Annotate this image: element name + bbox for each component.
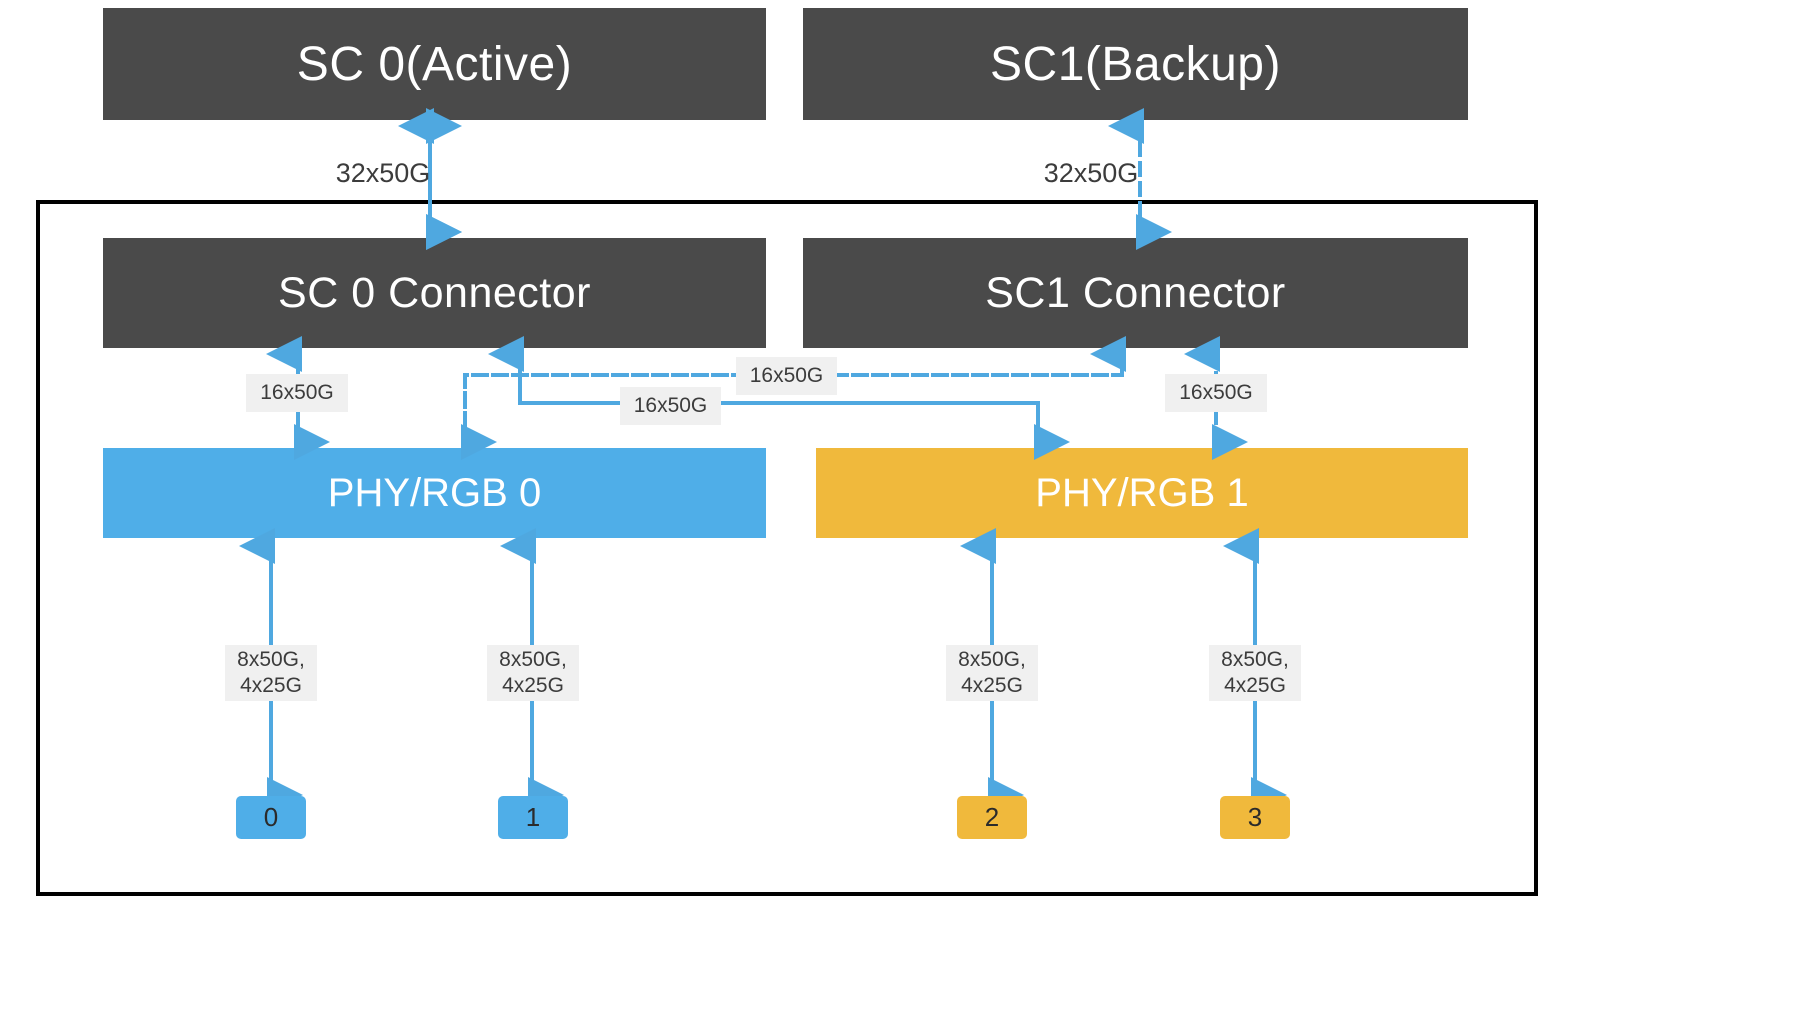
phy0-port1-link-text: 8x50G, 4x25G xyxy=(499,648,567,697)
phy-rgb-1-label: PHY/RGB 1 xyxy=(1035,470,1249,515)
sc0-active-label: SC 0(Active) xyxy=(296,37,573,91)
port-2-label: 2 xyxy=(984,802,1000,832)
sc0-connector-label: SC 0 Connector xyxy=(278,268,591,317)
port-1-label: 1 xyxy=(525,802,541,832)
sc1-phy0-link-text: 16x50G xyxy=(749,364,824,388)
sc0-connector-box[interactable]: SC 0 Connector xyxy=(103,238,766,348)
sc1-phy1-link-label: 16x50G xyxy=(1165,374,1267,412)
sc1-link-text: 32x50G xyxy=(1043,157,1139,188)
port-3-label: 3 xyxy=(1247,802,1263,832)
sc0-phy1-link-label: 16x50G xyxy=(620,387,721,425)
sc0-link-text: 32x50G xyxy=(335,157,431,188)
phy1-port2-link-text: 8x50G, 4x25G xyxy=(958,648,1026,697)
sc1-phy1-link-text: 16x50G xyxy=(1179,381,1253,405)
phy1-port3-link-label: 8x50G, 4x25G xyxy=(1209,645,1301,701)
sc0-phy1-link-text: 16x50G xyxy=(633,394,708,418)
phy0-port0-link-text: 8x50G, 4x25G xyxy=(237,648,305,697)
sc0-link-label: 32x50G xyxy=(328,155,438,191)
phy-rgb-1-box[interactable]: PHY/RGB 1 xyxy=(816,448,1468,538)
sc1-backup-label: SC1(Backup) xyxy=(990,37,1281,91)
sc0-phy0-link-text: 16x50G xyxy=(260,381,334,405)
sc1-backup-box[interactable]: SC1(Backup) xyxy=(803,8,1468,120)
chassis-frame xyxy=(36,200,1538,896)
sc0-active-box[interactable]: SC 0(Active) xyxy=(103,8,766,120)
sc1-link-label: 32x50G xyxy=(1036,155,1146,191)
phy1-port3-link-text: 8x50G, 4x25G xyxy=(1221,648,1289,697)
sc0-phy0-link-label: 16x50G xyxy=(246,374,348,412)
port-box-1[interactable]: 1 xyxy=(498,796,568,839)
phy-rgb-0-label: PHY/RGB 0 xyxy=(327,470,542,515)
port-0-label: 0 xyxy=(263,802,279,832)
port-box-0[interactable]: 0 xyxy=(236,796,306,839)
phy0-port0-link-label: 8x50G, 4x25G xyxy=(225,645,317,701)
sc1-connector-label: SC1 Connector xyxy=(985,268,1286,317)
phy0-port1-link-label: 8x50G, 4x25G xyxy=(487,645,579,701)
port-box-3[interactable]: 3 xyxy=(1220,796,1290,839)
port-box-2[interactable]: 2 xyxy=(957,796,1027,839)
phy-rgb-0-box[interactable]: PHY/RGB 0 xyxy=(103,448,766,538)
sc1-phy0-link-label: 16x50G xyxy=(736,357,837,395)
phy1-port2-link-label: 8x50G, 4x25G xyxy=(946,645,1038,701)
sc1-connector-box[interactable]: SC1 Connector xyxy=(803,238,1468,348)
